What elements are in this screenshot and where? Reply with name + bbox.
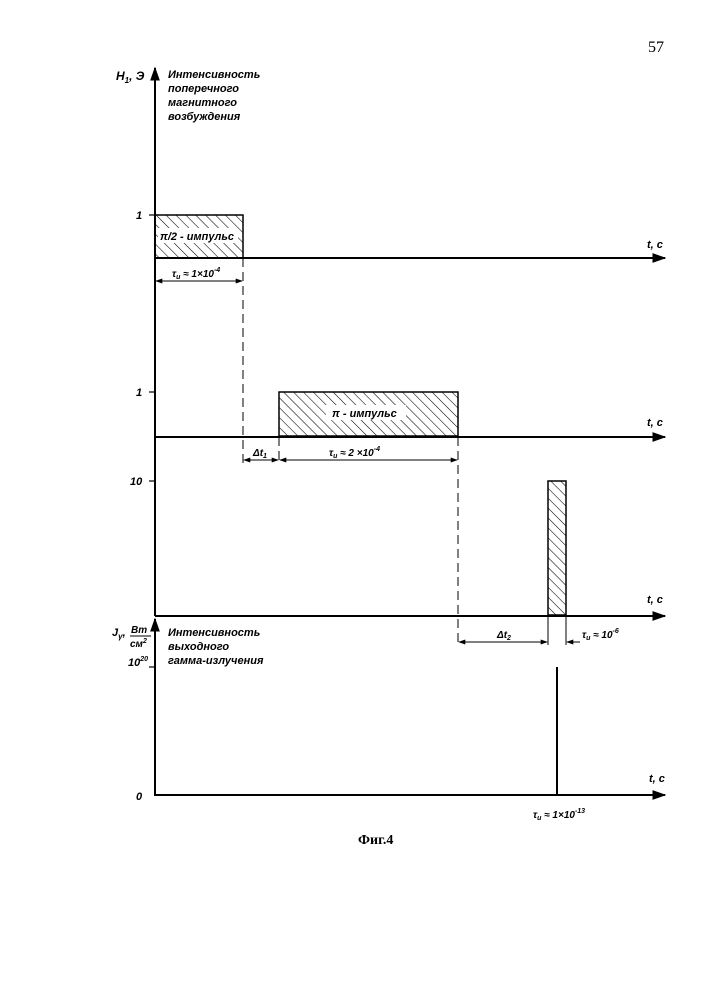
j-desc-line-1: Интенсивность xyxy=(168,627,260,639)
gamma-duration-exp: -13 xyxy=(575,808,585,815)
panel3-duration-exp: -6 xyxy=(613,628,619,635)
panel3-level-label: 10 xyxy=(130,476,143,488)
h1-desc-line-1: Интенсивность xyxy=(168,69,260,81)
panel2-delay-label: Δt1 xyxy=(252,448,267,460)
j-axis-description: Интенсивность выходного гамма-излучения xyxy=(168,627,264,667)
panel3-duration-label: τu ≈ 10-6 xyxy=(582,628,619,642)
h1-symbol: H xyxy=(116,69,125,83)
j-desc-line-2: выходного xyxy=(168,641,229,653)
panel3-delta: Δt xyxy=(496,630,508,641)
panel2-duration-exp: -4 xyxy=(374,446,380,453)
j-level-base: 10 xyxy=(128,657,141,669)
j-desc-line-3: гамма-излучения xyxy=(168,655,264,667)
pi-half-pulse-label: π/2 - импульс xyxy=(160,231,234,243)
panel2-level-label: 1 xyxy=(136,387,142,399)
j-unit-denominator: см2 xyxy=(130,638,147,650)
panel2-duration-value: ≈ 2 ×10 xyxy=(337,448,374,459)
h1-desc-line-4: возбуждения xyxy=(168,111,241,123)
pi-pulse-label: π - импульс xyxy=(332,408,397,420)
short-pulse xyxy=(548,481,566,615)
h1-desc-line-2: поперечного xyxy=(168,83,239,95)
h1-axis-label: H1, Э xyxy=(116,69,145,85)
h1-axis-description: Интенсивность поперечного магнитного воз… xyxy=(168,69,263,123)
panel3-delay-label: Δt2 xyxy=(496,630,511,642)
h1-unit: , Э xyxy=(128,69,145,83)
j-zero-label: 0 xyxy=(136,791,143,803)
j-level-exp: 20 xyxy=(139,656,148,663)
panel3-delta-sub: 2 xyxy=(506,635,511,642)
j-unit-den: см xyxy=(130,639,144,650)
panel1-duration-label: τu ≈ 1×10-4 xyxy=(172,267,220,281)
j-axis-label: Jγ, xyxy=(112,627,126,641)
panel1-level-label: 1 xyxy=(136,210,142,222)
page-number: 57 xyxy=(648,39,664,56)
gamma-duration-label: τu ≈ 1×10-13 xyxy=(533,808,585,822)
j-level-label: 1020 xyxy=(128,656,148,669)
panel1-duration-exp: -4 xyxy=(214,267,220,274)
panel2-time-axis-label: t, с xyxy=(647,417,663,429)
panel2-delta: Δt xyxy=(252,448,264,459)
panel1-duration-value: ≈ 1×10 xyxy=(180,269,214,280)
j-unit-numerator: Вт xyxy=(131,625,147,636)
h1-desc-line-3: магнитного xyxy=(168,97,237,109)
bottom-time-axis-label: t, с xyxy=(649,773,665,785)
j-unit-den-exp: 2 xyxy=(142,638,147,645)
figure-caption: Фиг.4 xyxy=(358,833,393,848)
panel1-time-axis-label: t, с xyxy=(647,239,663,251)
panel3-time-axis-label: t, с xyxy=(647,594,663,606)
gamma-duration-value: ≈ 1×10 xyxy=(541,810,575,821)
panel2-duration-label: τu ≈ 2 ×10-4 xyxy=(329,446,380,460)
panel3-duration-value: ≈ 10 xyxy=(590,630,613,641)
panel2-delta-sub: 1 xyxy=(263,453,267,460)
